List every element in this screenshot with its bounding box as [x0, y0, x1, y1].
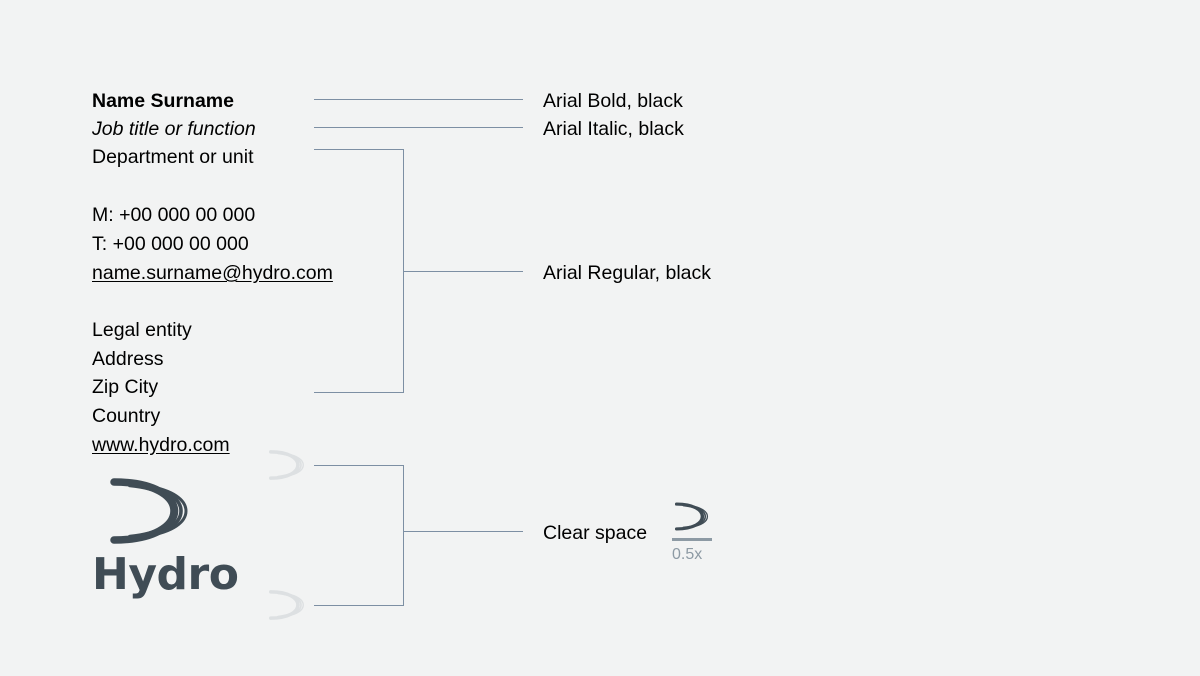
signature-country: Country: [92, 405, 161, 427]
clear-space-marker-bottom-icon: [269, 590, 304, 620]
bracket-regular-bottom-arm: [314, 392, 403, 393]
signature-website-link[interactable]: www.hydro.com: [92, 434, 230, 456]
signature-department: Department or unit: [92, 146, 254, 168]
annotation-arial-regular: Arial Regular, black: [543, 262, 711, 284]
clear-space-marker-top-icon: [269, 450, 304, 480]
bracket-clear-space-stem: [403, 531, 523, 532]
bracket-clear-space-spine: [403, 465, 404, 606]
annotation-arial-italic: Arial Italic, black: [543, 118, 684, 140]
signature-job-title: Job title or function: [92, 118, 256, 140]
signature-email-link[interactable]: name.surname@hydro.com: [92, 262, 333, 284]
unit-measure-rule: [672, 538, 712, 541]
unit-measure-label: 0.5x: [672, 546, 703, 563]
signature-mobile: M: +00 000 00 000: [92, 204, 256, 226]
bracket-regular-top-arm: [314, 149, 403, 150]
bracket-clear-space-top-arm: [314, 465, 403, 466]
signature-legal-entity: Legal entity: [92, 319, 192, 341]
annotation-arial-bold: Arial Bold, black: [543, 90, 683, 112]
bracket-clear-space-bottom-arm: [314, 605, 403, 606]
hydro-crescent-mark-icon: [110, 478, 188, 544]
hydro-crescent-mark-small-icon: [674, 502, 709, 531]
hydro-wordmark: Hydro: [92, 549, 239, 600]
signature-name: Name Surname: [92, 90, 234, 112]
annotation-clear-space: Clear space: [543, 522, 648, 544]
bracket-regular-stem: [403, 271, 523, 272]
connector-line-bold: [314, 99, 523, 100]
signature-telephone: T: +00 000 00 000: [92, 233, 249, 255]
signature-address: Address: [92, 348, 164, 370]
signature-zip-city: Zip City: [92, 376, 159, 398]
connector-line-italic: [314, 127, 523, 128]
